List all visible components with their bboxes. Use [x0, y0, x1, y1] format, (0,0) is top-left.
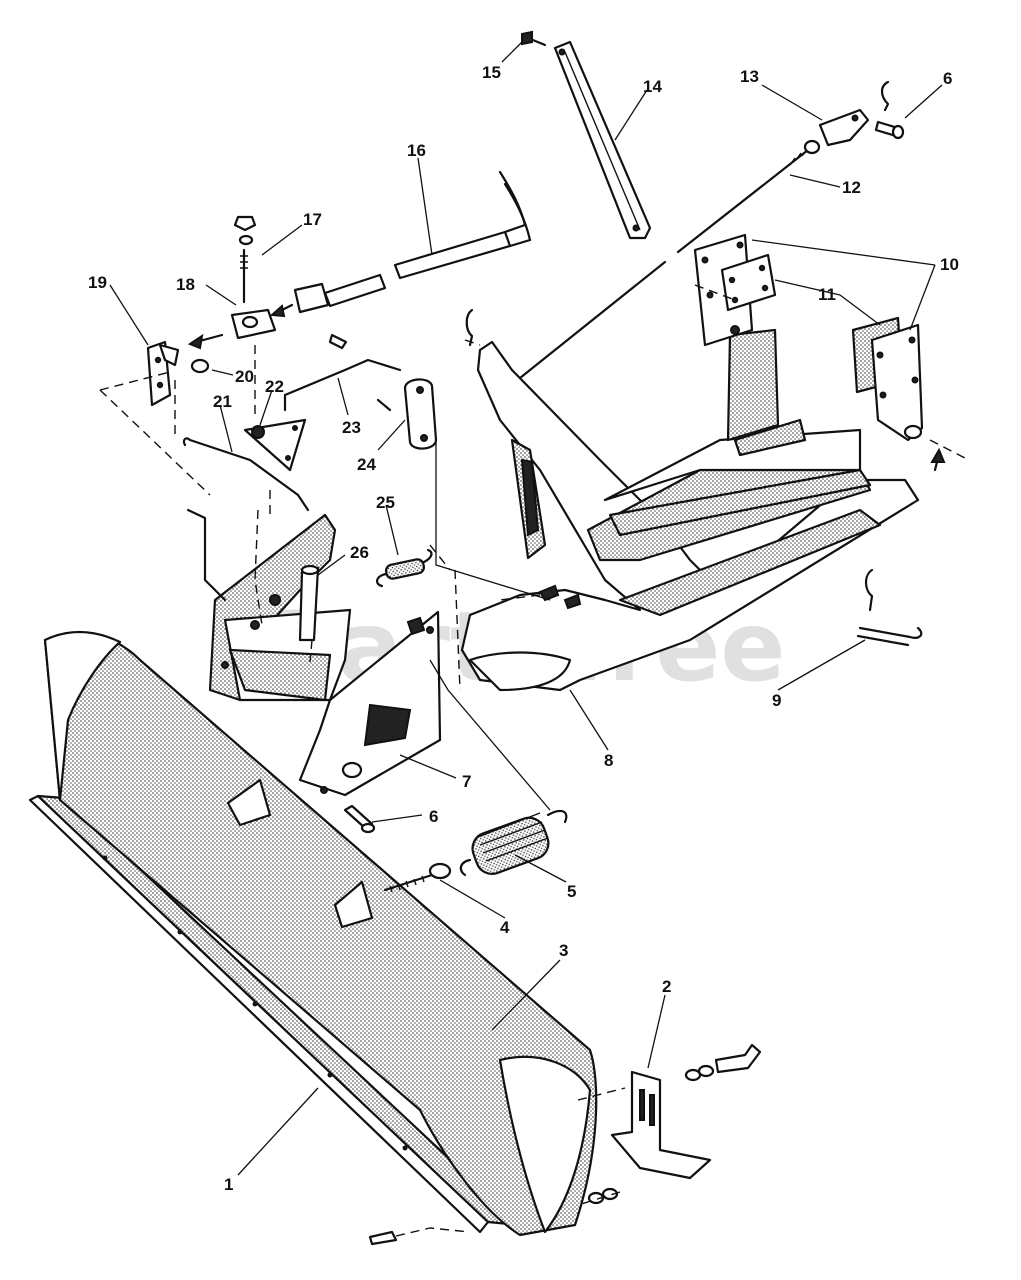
label-part-21: 21	[213, 392, 232, 411]
part-6-bolt-lower	[343, 804, 376, 834]
label-part-2: 2	[662, 977, 671, 996]
label-part-7: 7	[462, 772, 471, 791]
label-part-4: 4	[500, 918, 510, 937]
label-part-3: 3	[559, 941, 568, 960]
part-21-lever-rod	[182, 437, 310, 512]
leader-lines	[109, 41, 943, 1176]
part-20-nut	[190, 358, 210, 374]
label-part-14: 14	[643, 77, 662, 96]
label-part-22: 22	[265, 377, 284, 396]
part-10-plate-right	[870, 323, 924, 442]
label-part-26: 26	[350, 543, 369, 562]
part-19-bracket	[146, 340, 180, 407]
label-part-6-upper: 6	[943, 69, 952, 88]
part-24-link	[376, 378, 438, 450]
assembly-lines	[99, 284, 966, 691]
part-26-latch-pin	[298, 564, 320, 642]
label-part-8: 8	[604, 751, 613, 770]
part-5-spring	[459, 809, 568, 877]
part-11-shim-left	[720, 253, 777, 312]
label-part-18: 18	[176, 275, 195, 294]
assembly-arrows	[187, 303, 946, 472]
part-16-lift-handle	[323, 170, 532, 308]
part-9-hitch-pin	[856, 568, 923, 647]
part-6-clevis-pin	[874, 80, 905, 140]
part-1-cutting-edge	[28, 794, 522, 1234]
handle-clamp	[293, 282, 348, 350]
label-part-20: 20	[235, 367, 254, 386]
pivot-frame	[186, 508, 352, 702]
label-part-6-lower: 6	[429, 807, 438, 826]
label-part-25: 25	[376, 493, 395, 512]
part-2-skid-shoe	[610, 1070, 712, 1180]
misc-hitch-clips	[406, 308, 582, 636]
part-7-mount-bracket	[298, 610, 442, 797]
part-17-pivot-bolt	[233, 215, 257, 304]
label-part-10: 10	[940, 255, 959, 274]
part-23-latch-rod	[283, 358, 402, 412]
label-part-19: 19	[88, 273, 107, 292]
label-part-15: 15	[482, 63, 501, 82]
part-2-hardware	[368, 1043, 762, 1246]
part-4-eyebolt	[383, 862, 452, 893]
part-8-a-frame	[460, 328, 920, 692]
label-part-24: 24	[357, 455, 376, 474]
label-part-12: 12	[842, 178, 861, 197]
label-part-11: 11	[818, 285, 836, 304]
label-part-13: 13	[740, 67, 759, 86]
part-14-lift-strap	[553, 40, 652, 240]
part-labels: 1 2 3 4 5 6 6 7 8 9 10 11 12 13 14 15 16…	[88, 63, 959, 1194]
label-part-16: 16	[407, 141, 426, 160]
part-25-spring	[376, 548, 433, 588]
label-part-1: 1	[224, 1175, 233, 1194]
part-3-moldboard	[43, 630, 598, 1237]
part-15-bolt	[521, 30, 547, 47]
label-part-5: 5	[567, 882, 576, 901]
label-part-23: 23	[342, 418, 361, 437]
label-part-9: 9	[772, 691, 781, 710]
part-10-plate-left	[693, 233, 754, 347]
part-22-latch-plate	[243, 418, 307, 472]
label-part-17: 17	[303, 210, 322, 229]
part-18-pivot-block	[230, 308, 277, 340]
part-13-clevis	[803, 108, 870, 155]
